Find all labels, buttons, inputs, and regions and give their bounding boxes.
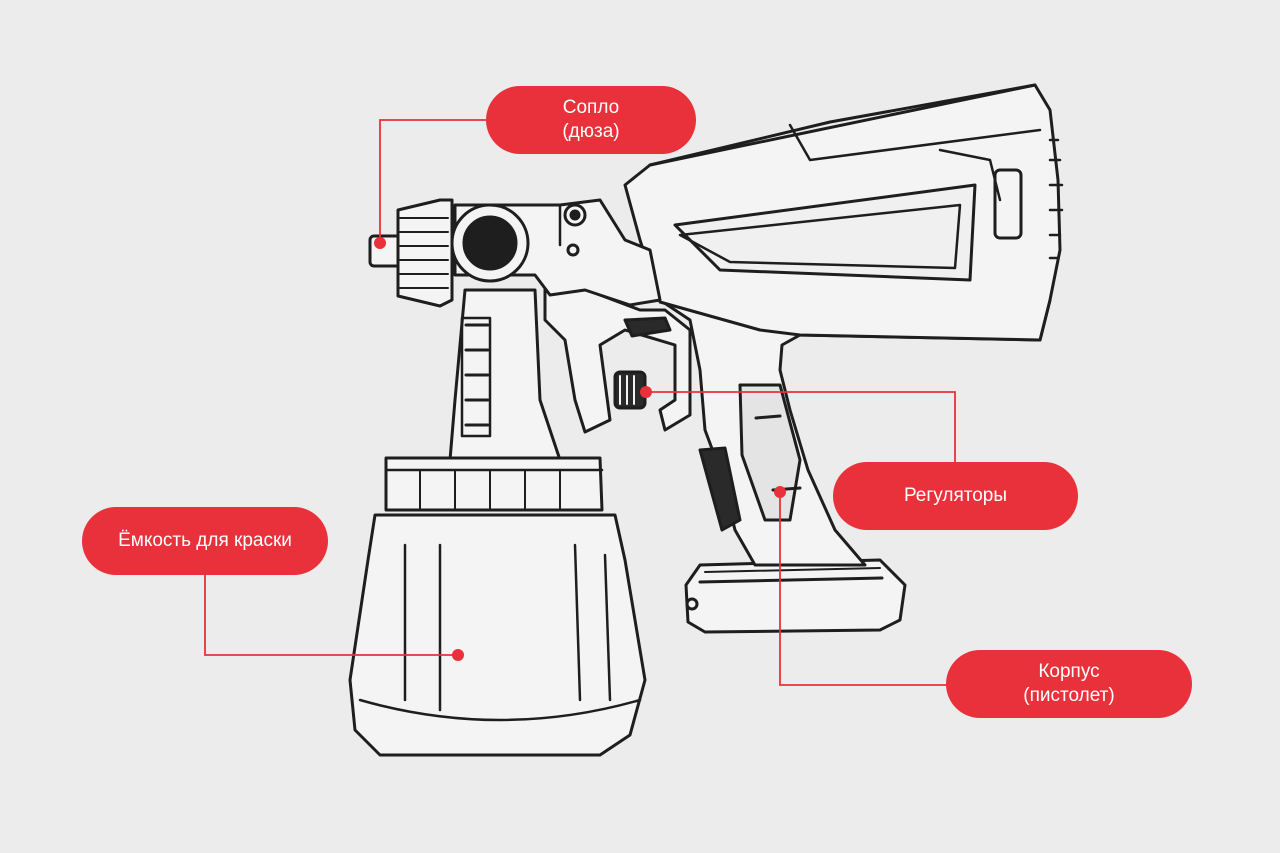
label-body-line2: (пистолет) [1023,684,1114,708]
label-container: Ёмкость для краски [82,507,328,575]
callout-dot-nozzle [374,237,386,249]
label-regulators: Регуляторы [833,462,1078,530]
label-nozzle-line1: Сопло [562,96,619,120]
nozzle-cap [370,200,452,306]
label-nozzle-line2: (дюза) [562,120,619,144]
battery-pack [686,560,905,632]
callout-dot-regulators [640,386,652,398]
label-nozzle: Сопло (дюза) [486,86,696,154]
paint-container [350,515,645,755]
label-body: Корпус (пистолет) [946,650,1192,718]
callout-dot-body [774,486,786,498]
label-container-line1: Ёмкость для краски [118,529,292,553]
container-lid [386,458,602,510]
label-regulators-line1: Регуляторы [904,484,1007,508]
label-body-line1: Корпус [1023,660,1114,684]
callout-dot-container [452,649,464,661]
